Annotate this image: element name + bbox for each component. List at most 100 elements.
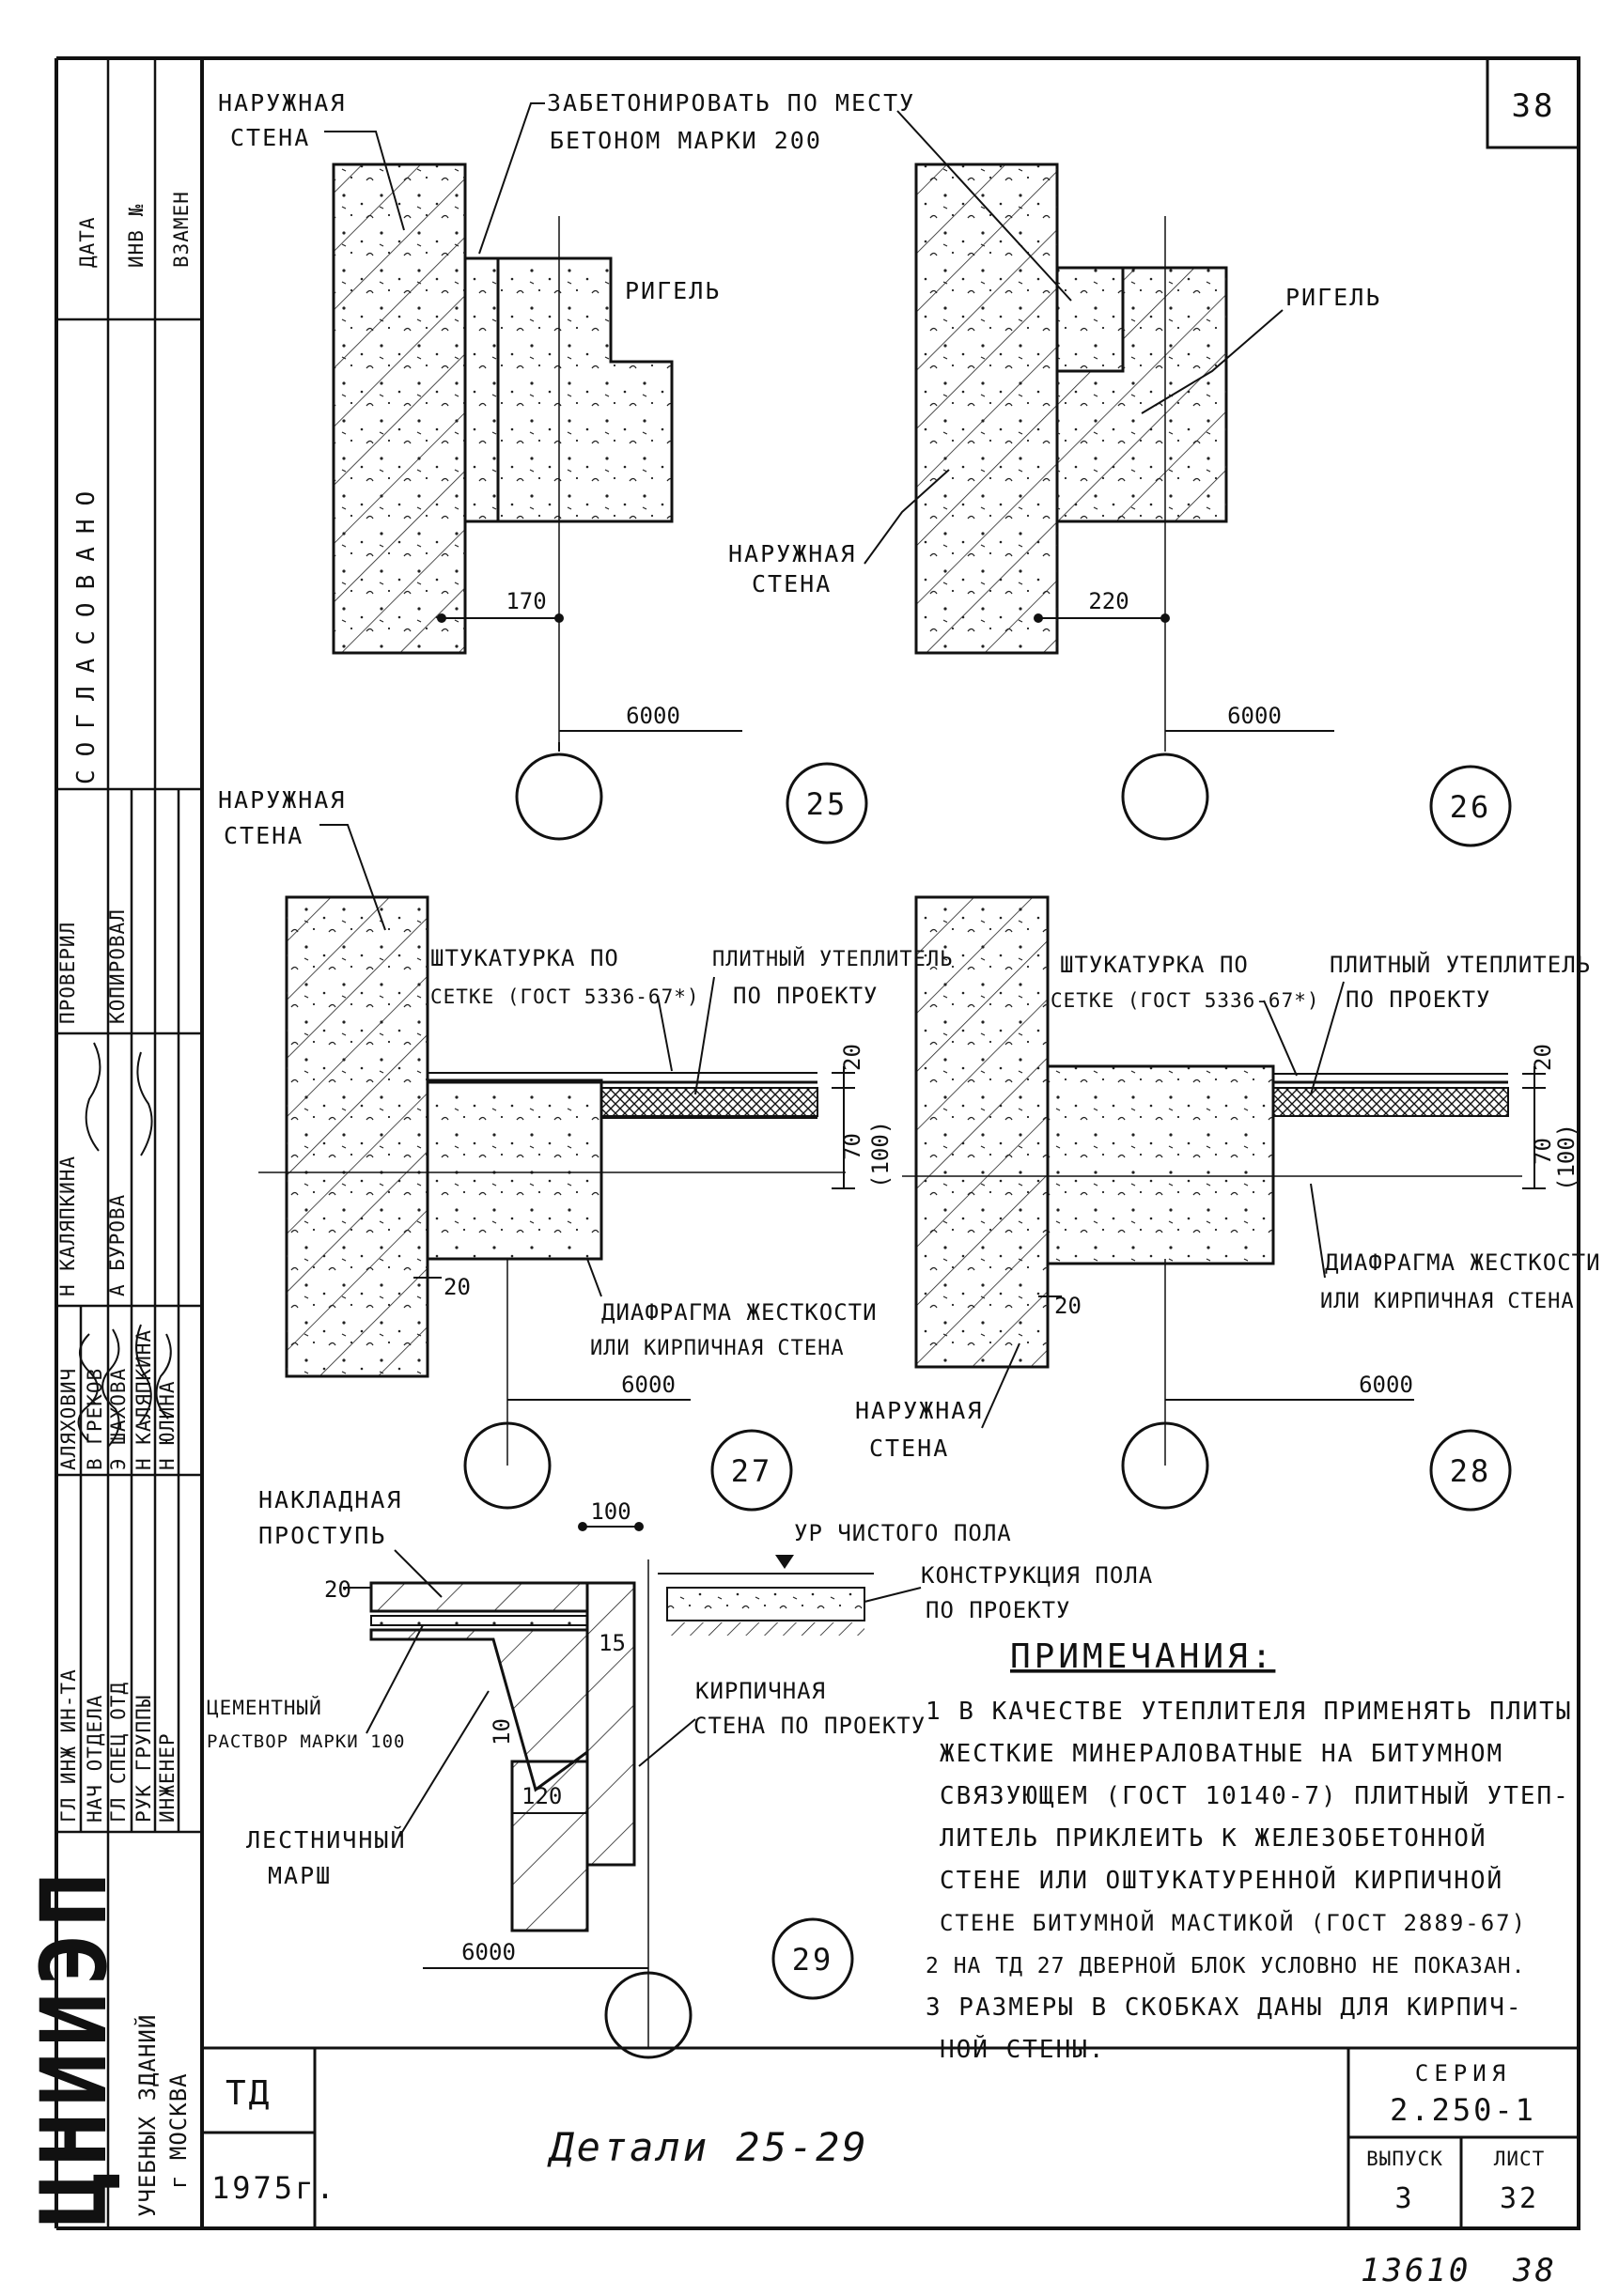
label-plaster-28-b: СЕТКЕ (ГОСТ 5336-67*) (1051, 989, 1320, 1012)
stamp-col-inv: ИНВ № (125, 204, 148, 268)
label-insulation-28-a: ПЛИТНЫЙ УТЕПЛИТЕЛЬ (1330, 951, 1591, 978)
sheet-frame (54, 56, 1580, 2230)
label-beam-25: РИГЕЛЬ (625, 277, 721, 304)
dim-offset-26: 220 (1088, 588, 1129, 614)
issue-value: 3 (1394, 2182, 1414, 2215)
dim-span-29: 6000 (461, 1939, 516, 1965)
detail-29: 100 20 15 10 120 6000 29 НАКЛАДНАЯ ПРОСТ… (207, 1486, 1153, 2059)
cast-concrete-26 (1055, 266, 1125, 373)
stamp-role-1: ГЛ ИНЖ ИН-ТА (57, 1668, 80, 1823)
dim-span-28: 6000 (1359, 1372, 1413, 1398)
dim-15-29: 15 (599, 1630, 626, 1656)
tread-29 (369, 1581, 589, 1613)
label-insulation-27-b: ПО ПРОЕКТУ (733, 983, 879, 1009)
notes-block: ПРИМЕЧАНИЯ: 1 В КАЧЕСТВЕ УТЕПЛИТЕЛЯ ПРИМ… (926, 1637, 1570, 2064)
detail-number-29: 29 (792, 1942, 834, 1978)
label-diaphragm-28-b: ИЛИ КИРПИЧНАЯ СТЕНА (1320, 1290, 1575, 1313)
dim-span-26: 6000 (1227, 703, 1282, 729)
footer-inventory: 13610 (1361, 2252, 1471, 2289)
diaphragm-28 (1046, 1064, 1275, 1265)
title-block-text: ТД 1975г. Детали 25-29 СЕРИЯ 2.250-1 ВЫП… (211, 2060, 1546, 2215)
org-name-line2: г МОСКВА (165, 2072, 192, 2189)
dim-70-28: 70 (1530, 1138, 1556, 1165)
cast-concrete-25 (463, 256, 500, 523)
page-number: 38 (1512, 87, 1556, 125)
stamp-role-4: РУК ГРУППЫ (132, 1695, 155, 1823)
page-number-box: 38 (1486, 56, 1580, 149)
dim-100-27: (100) (867, 1121, 894, 1188)
label-brick-wall-29-a: КИРПИЧНАЯ (695, 1678, 826, 1704)
dim-20b-27: 20 (444, 1274, 471, 1300)
dim-20a-27: 20 (839, 1044, 865, 1071)
note-line-5: СТЕНЕ ИЛИ ОШТУКАТУРЕННОЙ КИРПИЧНОЙ (940, 1865, 1503, 1895)
label-mortar-29-b: РАСТВОР МАРКИ 100 (207, 1731, 405, 1752)
insulation-28 (1272, 1087, 1509, 1117)
detail-marker-25 (786, 762, 868, 845)
detail-number-26: 26 (1450, 789, 1492, 825)
note-line-3: СВЯЗУЮЩЕМ (ГОСТ 10140-7) ПЛИТНЫЙ УТЕП- (940, 1780, 1570, 1810)
detail-27: 20 70 (100) 20 6000 27 НАРУЖНАЯ СТЕНА ШТ… (218, 786, 952, 1512)
diaphragm-27 (426, 1078, 603, 1261)
side-stamp-text: ДАТА ИНВ № ВЗАМЕН СОГЛАСОВАНО ПРОВЕРИЛ Н… (22, 191, 193, 2226)
label-plaster-27-a: ШТУКАТУРКА ПО (430, 945, 619, 971)
sheet-value: 32 (1500, 2182, 1539, 2215)
note-line-9: НОЙ СТЕНЫ. (940, 2034, 1106, 2064)
series-label: СЕРИЯ (1415, 2060, 1511, 2087)
dim-offset-25: 170 (506, 588, 546, 614)
year-label: 1975г. (211, 2170, 337, 2206)
label-diaphragm-27-b: ИЛИ КИРПИЧНАЯ СТЕНА (590, 1337, 845, 1360)
label-insulation-28-b: ПО ПРОЕКТУ (1346, 986, 1491, 1013)
axis-bubble-29 (604, 1971, 693, 2059)
dim-span-27: 6000 (621, 1372, 676, 1398)
org-logo: ЦНИИЭП (22, 1867, 127, 2226)
axis-bubble-27 (463, 1421, 552, 1510)
notes-heading: ПРИМЕЧАНИЯ: (1010, 1637, 1275, 1676)
sheet-label: ЛИСТ (1494, 2148, 1546, 2170)
stamp-name-1: АЛЯХОВИЧ (57, 1368, 80, 1470)
side-stamp (56, 58, 202, 2228)
footer-page: 38 (1512, 2252, 1557, 2289)
note-line-8: 3 РАЗМЕРЫ В СКОБКАХ ДАНЫ ДЛЯ КИРПИЧ- (926, 1993, 1523, 2022)
label-tread-29-b: ПРОСТУПЬ (258, 1522, 386, 1549)
stamp-role-5: ИНЖЕНЕР (156, 1732, 179, 1823)
detail-25: 170 6000 25 НАРУЖНАЯ СТЕНА ЗАБЕТОНИРОВАТ… (218, 89, 913, 845)
label-floor-level-29: УР ЧИСТОГО ПОЛА (794, 1520, 1012, 1546)
axis-bubble-28 (1121, 1421, 1209, 1510)
dim-100-28: (100) (1553, 1124, 1580, 1191)
stamp-checked-by: Н КАЛЯПКИНА (56, 1156, 79, 1296)
note-line-6: СТЕНЕ БИТУМНОЙ МАСТИКОЙ (ГОСТ 2889-67) (940, 1909, 1527, 1936)
label-diaphragm-28-a: ДИАФРАГМА ЖЕСТКОСТИ (1325, 1249, 1601, 1276)
insulation-27 (600, 1087, 818, 1117)
label-brick-wall-29-b: СТЕНА ПО ПРОЕКТУ (693, 1713, 926, 1739)
stamp-name-5: Н ЮЛИНА (156, 1380, 179, 1470)
label-floor-construction-29-a: КОНСТРУКЦИЯ ПОЛА (921, 1562, 1153, 1589)
label-diaphragm-27-a: ДИАФРАГМА ЖЕСТКОСТИ (601, 1299, 878, 1326)
series-value: 2.250-1 (1390, 2092, 1536, 2128)
brick-wall-29 (585, 1581, 636, 1867)
sheet-title: Детали 25-29 (547, 2124, 868, 2170)
issue-label: ВЫПУСК (1366, 2148, 1443, 2170)
dim-10-29: 10 (489, 1718, 515, 1745)
stamp-col-replace: ВЗАМЕН (170, 191, 193, 268)
detail-marker-28 (1429, 1429, 1512, 1512)
floor-29 (666, 1587, 865, 1621)
detail-marker-27 (710, 1429, 793, 1512)
detail-28: 20 70 (100) 20 6000 28 ШТУКАТУРКА ПО СЕТ… (855, 895, 1601, 1512)
detail-number-28: 28 (1450, 1453, 1492, 1489)
dim-20a-28: 20 (1530, 1044, 1556, 1071)
label-outer-wall-27-b: СТЕНА (224, 822, 304, 849)
label-plaster-27-b: СЕТКЕ (ГОСТ 5336-67*) (430, 985, 700, 1008)
dim-70-27: 70 (839, 1133, 865, 1160)
stamp-checked-label: ПРОВЕРИЛ (56, 922, 79, 1024)
stamp-copied-label: КОПИРОВАЛ (106, 908, 129, 1024)
dim-span-25: 6000 (626, 703, 680, 729)
note-line-2: ЖЕСТКИЕ МИНЕРАЛОВАТНЫЕ НА БИТУМНОМ (940, 1740, 1503, 1768)
label-plaster-28-a: ШТУКАТУРКА ПО (1060, 952, 1249, 978)
label-tread-29-a: НАКЛАДНАЯ (258, 1486, 402, 1513)
label-outer-wall-26-a: НАРУЖНАЯ (728, 540, 856, 567)
detail-number-27: 27 (731, 1453, 773, 1489)
axis-bubble-26 (1121, 752, 1209, 841)
title-block (202, 2046, 1579, 2228)
dim-100-29: 100 (590, 1498, 630, 1525)
org-name-line1: УЧЕБНЫХ ЗДАНИЙ (133, 2014, 161, 2217)
